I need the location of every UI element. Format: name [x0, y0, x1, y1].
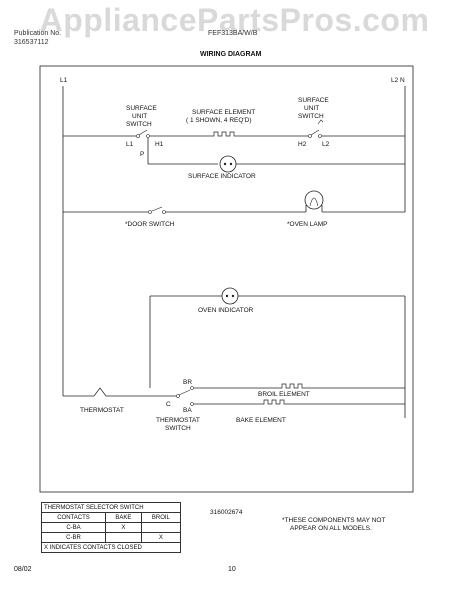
surface-indicator-lamp	[219, 155, 237, 173]
model-number: FEF313BA/W/B	[208, 30, 258, 37]
table-cell: C-BA	[41, 522, 106, 533]
term-br: BR	[183, 379, 192, 386]
thermostat-switch-label-2: SWITCH	[165, 425, 191, 432]
footer-page: 10	[228, 566, 236, 573]
table-cell	[104, 532, 142, 543]
thermostat-switch-label-1: THERMOSTAT	[156, 417, 200, 424]
surface-switch-right-contact	[310, 129, 320, 136]
watermark: AppliancePartsPros.com	[39, 2, 430, 38]
table-header: BAKE	[104, 512, 142, 523]
term-c: C	[166, 401, 171, 408]
surface-switch-left-3: SWITCH	[126, 121, 152, 128]
term-l1: L1	[126, 141, 134, 148]
table-cell	[140, 522, 182, 533]
term-h1: H1	[155, 141, 164, 148]
table-row: C-BA X	[41, 522, 182, 533]
oven-indicator-label: OVEN INDICATOR	[198, 307, 254, 314]
table-row: C-BR X	[41, 532, 182, 543]
surface-indicator-label: SURFACE INDICATOR	[188, 173, 256, 180]
publication-number: 316537112	[14, 39, 49, 46]
thermostat-label: THERMOSTAT	[80, 407, 124, 414]
term-h2: H2	[298, 141, 307, 148]
broil-element	[278, 383, 306, 389]
table-header: CONTACTS	[41, 512, 106, 523]
surface-switch-right-3: SWITCH	[298, 113, 324, 120]
publication-label: Publication No.	[14, 30, 62, 37]
door-switch-contact	[151, 206, 163, 212]
surface-element	[210, 131, 238, 137]
term-ba: BA	[183, 407, 192, 414]
term-l2: L2	[322, 141, 330, 148]
l1-label: L1	[60, 77, 68, 84]
table-cell: X	[104, 522, 142, 533]
table-footnote: X INDICATES CONTACTS CLOSED	[41, 542, 181, 553]
surface-element-label: SURFACE ELEMENT	[192, 109, 255, 116]
page-title: WIRING DIAGRAM	[200, 51, 262, 58]
oven-indicator-lamp	[221, 287, 239, 305]
broil-element-label: BROIL ELEMENT	[258, 391, 310, 398]
table-cell: C-BR	[41, 532, 106, 543]
bake-element-label: BAKE ELEMENT	[236, 417, 286, 424]
note-line-1: *THESE COMPONENTS MAY NOT	[282, 517, 385, 524]
thermostat-symbol	[93, 387, 112, 397]
door-switch-label: *DOOR SWITCH	[125, 221, 175, 228]
surface-switch-left-2: UNIT	[132, 113, 147, 120]
surface-element-note: ( 1 SHOWN, 4 REQ'D)	[186, 117, 252, 124]
table-header: BROIL	[140, 512, 182, 523]
thermostat-switch-contact	[178, 389, 191, 396]
l2n-label: L2 N	[391, 77, 405, 84]
surface-switch-left-1: SURFACE	[126, 105, 157, 112]
diagram-frame	[39, 65, 414, 493]
surface-switch-left-contact	[138, 129, 148, 136]
thermostat-selector-table: THERMOSTAT SELECTOR SWITCH CONTACTS BAKE…	[41, 502, 182, 553]
surface-switch-right-1: SURFACE	[298, 97, 329, 104]
bake-element	[260, 399, 288, 405]
term-p: P	[140, 151, 144, 158]
part-number: 316002674	[210, 509, 243, 516]
oven-lamp	[304, 190, 324, 210]
oven-lamp-label: *OVEN LAMP	[287, 221, 327, 228]
note-line-2: APPEAR ON ALL MODELS.	[290, 525, 372, 532]
footer-date: 08/02	[14, 566, 32, 573]
surface-switch-right-2: UNIT	[304, 105, 319, 112]
table-cell: X	[140, 532, 182, 543]
table-title: THERMOSTAT SELECTOR SWITCH	[41, 502, 181, 513]
